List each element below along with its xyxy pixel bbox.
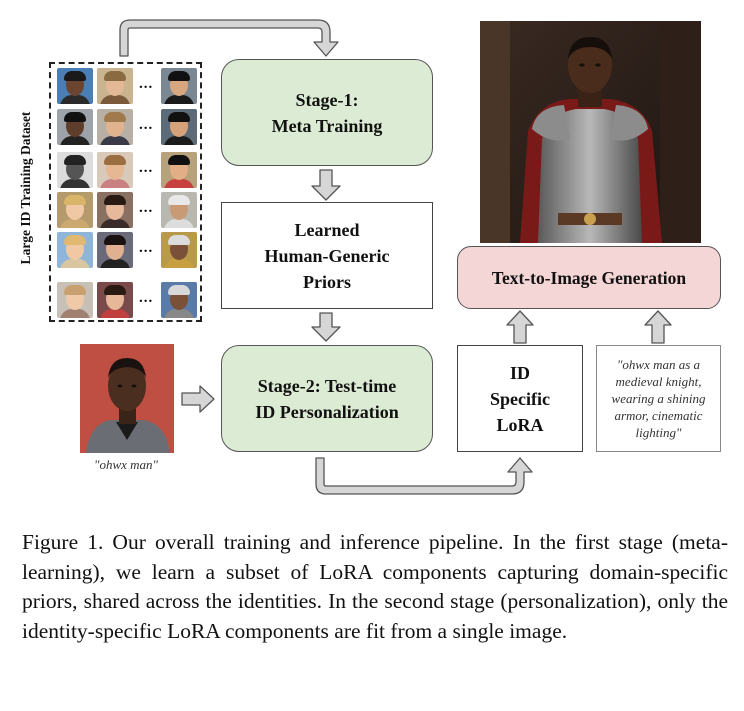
dataset-face-thumbnail bbox=[161, 152, 197, 188]
arrow-priors-to-stage2 bbox=[311, 312, 341, 342]
priors-box: Learned Human-Generic Priors bbox=[221, 202, 433, 309]
ellipsis: ... bbox=[139, 200, 154, 216]
ellipsis: ... bbox=[139, 117, 154, 133]
flow-arrows: .ar{fill:#d6d6d6;stroke:#555;stroke-widt… bbox=[119, 19, 672, 495]
ellipsis: ... bbox=[139, 240, 154, 256]
ellipsis: ... bbox=[139, 76, 154, 92]
dataset-face-thumbnail bbox=[57, 282, 93, 318]
dataset-face-thumbnail bbox=[161, 232, 197, 268]
stage2-box: Stage-2: Test-time ID Personalization bbox=[221, 345, 433, 452]
dataset-face-thumbnail bbox=[57, 232, 93, 268]
dataset-grid: ... ... ... ... ... bbox=[49, 62, 202, 322]
dataset-face-thumbnail bbox=[57, 192, 93, 228]
priors-line: Learned bbox=[294, 219, 360, 240]
t2i-label: Text-to-Image Generation bbox=[491, 267, 687, 288]
dataset-face-thumbnail bbox=[57, 109, 93, 145]
dataset-face-thumbnail bbox=[97, 192, 133, 228]
stage1-box: Stage-1: Meta Training bbox=[221, 59, 433, 166]
priors-line: Priors bbox=[303, 271, 351, 292]
stage2-subtitle: ID Personalization bbox=[255, 401, 399, 422]
dataset-face-thumbnail bbox=[161, 192, 197, 228]
text-prompt: "ohwx man as a medieval knight, wearing … bbox=[596, 345, 721, 452]
lora-line: Specific bbox=[490, 388, 550, 409]
dataset-face-thumbnail bbox=[161, 68, 197, 104]
ellipsis: ... bbox=[139, 160, 154, 176]
ellipsis: ... bbox=[139, 290, 154, 306]
dataset-face-thumbnail bbox=[97, 282, 133, 318]
lora-line: ID bbox=[509, 362, 530, 383]
generated-knight-image bbox=[480, 21, 701, 243]
lora-box: ID Specific LoRA bbox=[457, 345, 583, 452]
input-portrait-photo bbox=[80, 344, 174, 453]
priors-line: Human-Generic bbox=[264, 245, 390, 266]
pipeline-figure: .ar{fill:#d6d6d6;stroke:#555;stroke-widt… bbox=[18, 19, 721, 495]
arrow-prompt-to-t2i bbox=[644, 310, 672, 344]
dataset-face-thumbnail bbox=[97, 232, 133, 268]
dataset-face-thumbnail bbox=[97, 109, 133, 145]
arrow-stage1-to-priors bbox=[311, 169, 341, 201]
dataset-face-thumbnail bbox=[97, 68, 133, 104]
figure-caption: Figure 1. Our overall training and infer… bbox=[22, 530, 728, 643]
dataset-face-thumbnail bbox=[161, 109, 197, 145]
arrow-input-to-stage2 bbox=[181, 385, 215, 413]
stage1-title: Stage-1: bbox=[295, 89, 359, 110]
stage2-title: Stage-2: Test-time bbox=[257, 375, 397, 396]
arrow-dataset-to-stage1 bbox=[119, 19, 339, 57]
dataset-face-thumbnail bbox=[57, 68, 93, 104]
arrow-stage2-to-lora bbox=[315, 457, 533, 495]
stage1-subtitle: Meta Training bbox=[271, 115, 383, 136]
arrow-lora-to-t2i bbox=[506, 310, 534, 344]
dataset-face-thumbnail bbox=[57, 152, 93, 188]
dataset-face-thumbnail bbox=[161, 282, 197, 318]
input-caption: "ohwx man" bbox=[94, 457, 158, 472]
dataset-face-thumbnail bbox=[97, 152, 133, 188]
t2i-box: Text-to-Image Generation bbox=[457, 246, 721, 309]
text-prompt-content: "ohwx man as a medieval knight, wearing … bbox=[611, 357, 706, 440]
lora-line: LoRA bbox=[496, 414, 544, 435]
